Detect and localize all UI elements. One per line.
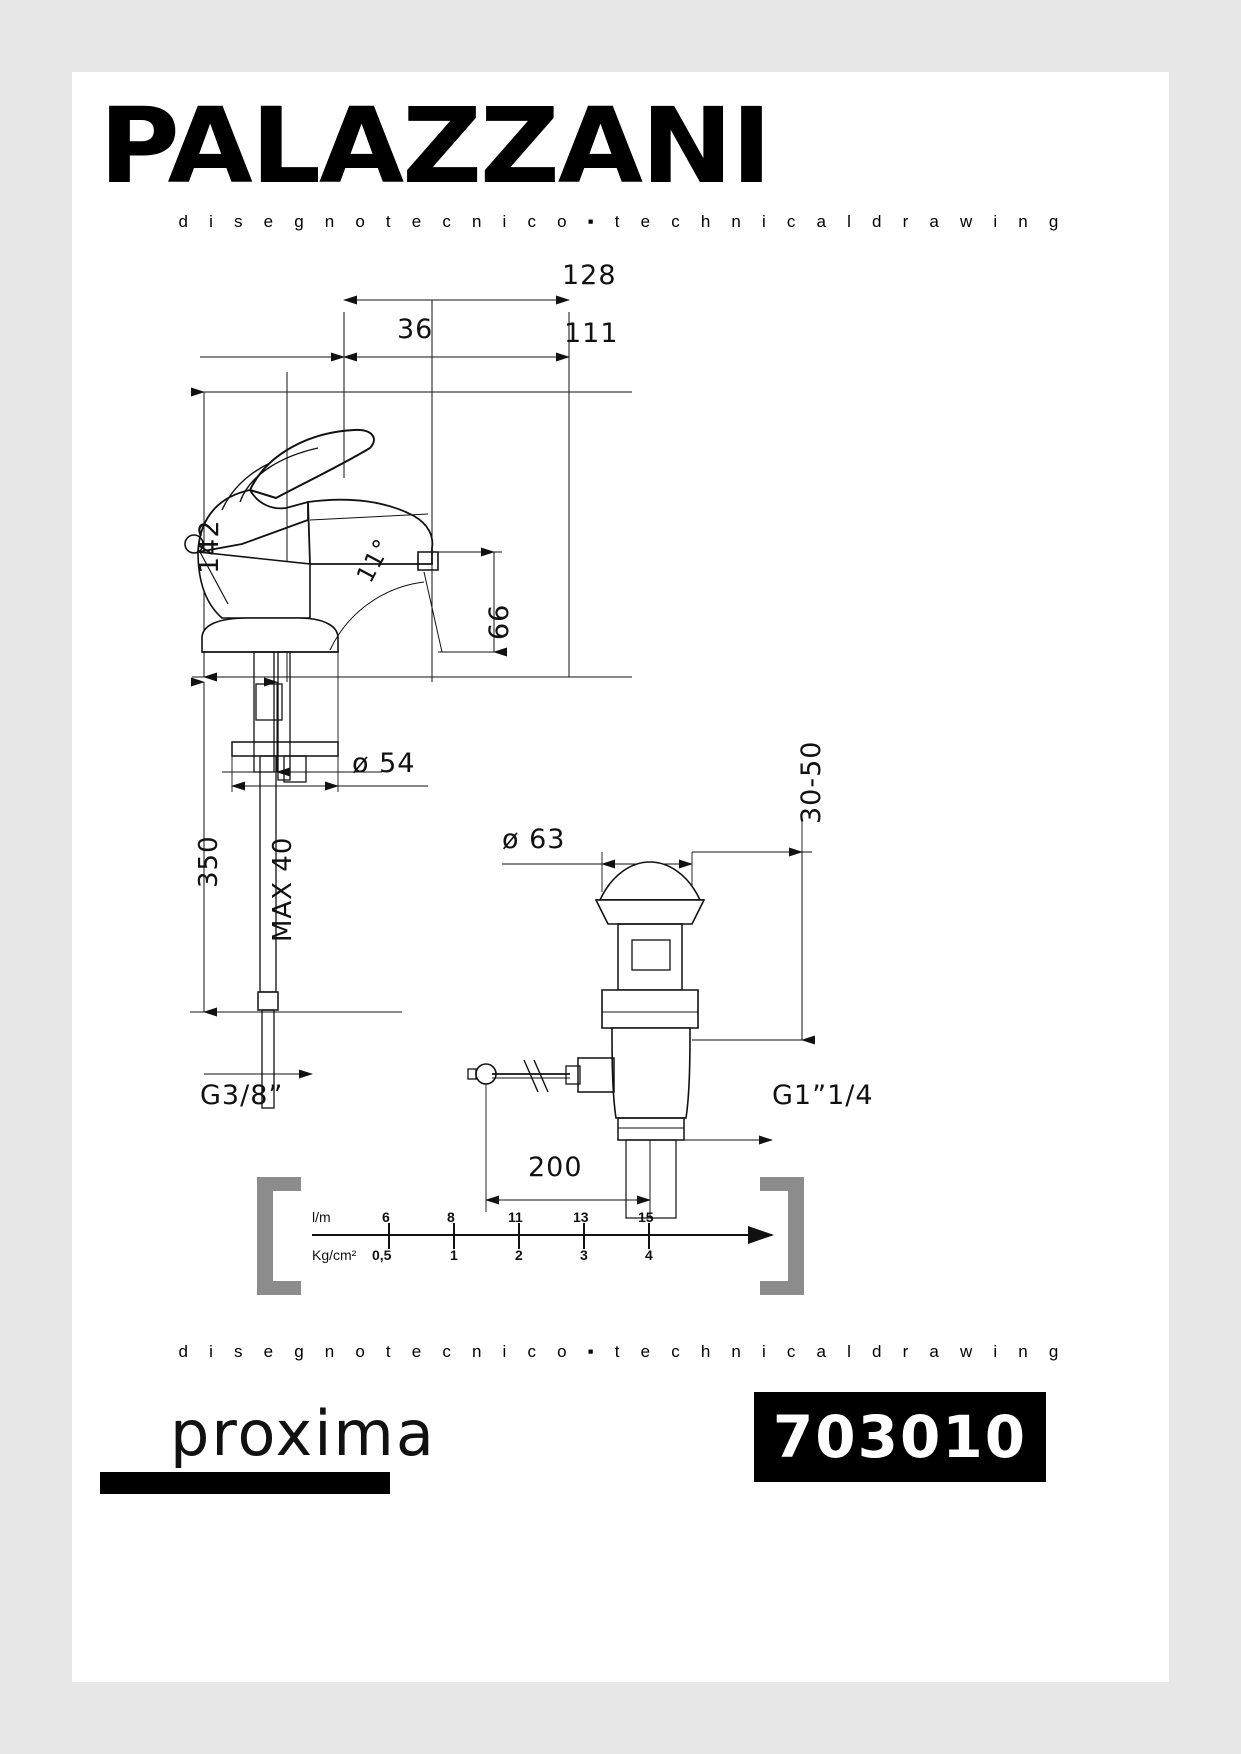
- scale-kg-value-4: 4: [645, 1247, 653, 1263]
- dimension-200: 200: [528, 1152, 583, 1183]
- scale-kg-value-0: 0,5: [372, 1247, 392, 1263]
- scale-unit-lm: l/m: [312, 1209, 331, 1225]
- scale-kg-value-2: 2: [515, 1247, 523, 1263]
- scale-lm-value-4: 15: [638, 1209, 654, 1225]
- dimension-111: 111: [564, 318, 619, 349]
- scale-kg-value-3: 3: [580, 1247, 588, 1263]
- dimension-g114: G1”1/4: [772, 1080, 874, 1111]
- scale-kg-value-1: 1: [450, 1247, 458, 1263]
- dimension-g38: G3/8”: [200, 1080, 284, 1111]
- dimension-30-50: 30-50: [796, 740, 827, 824]
- series-underline-bar: [100, 1472, 390, 1494]
- scale-bracket-left: [257, 1177, 301, 1295]
- drawing-svg: [184, 295, 815, 1219]
- dimension-max-40: MAX 40: [268, 836, 298, 942]
- dimension-diameter-63: ø 63: [502, 824, 566, 855]
- dimension-350: 350: [194, 835, 224, 888]
- technical-drawing: 128 111 36 142 350 MAX 40 11° 66 ø 54 G3…: [72, 252, 1169, 1272]
- scale-lm-value-3: 13: [573, 1209, 589, 1225]
- scale-axis: [312, 1223, 774, 1249]
- flow-rate-scale: l/m Kg/cm² 6 8 11 13 15 0,5 1 2 3 4: [72, 1177, 1169, 1302]
- header-subtitle: d i s e g n o t e c n i c o ▪ t e c h n …: [178, 212, 1067, 231]
- scale-lm-value-1: 8: [447, 1209, 455, 1225]
- brand-title: PALAZZANI: [99, 85, 772, 207]
- dimension-diameter-54: ø 54: [352, 748, 416, 779]
- drawing-sheet: PALAZZANI d i s e g n o t e c n i c o ▪ …: [72, 72, 1169, 1682]
- dimension-66: 66: [484, 603, 515, 640]
- product-code: 703010: [754, 1392, 1046, 1482]
- scale-lm-value-0: 6: [382, 1209, 390, 1225]
- dimension-142: 142: [194, 519, 225, 574]
- series-name: proxima: [170, 1397, 436, 1470]
- footer-subtitle: d i s e g n o t e c n i c o ▪ t e c h n …: [178, 1342, 1067, 1361]
- dimension-36: 36: [397, 314, 434, 345]
- scale-lm-value-2: 11: [508, 1209, 523, 1225]
- dimension-128: 128: [562, 260, 617, 291]
- scale-unit-kgcm2: Kg/cm²: [312, 1247, 357, 1263]
- scale-bracket-right: [760, 1177, 804, 1295]
